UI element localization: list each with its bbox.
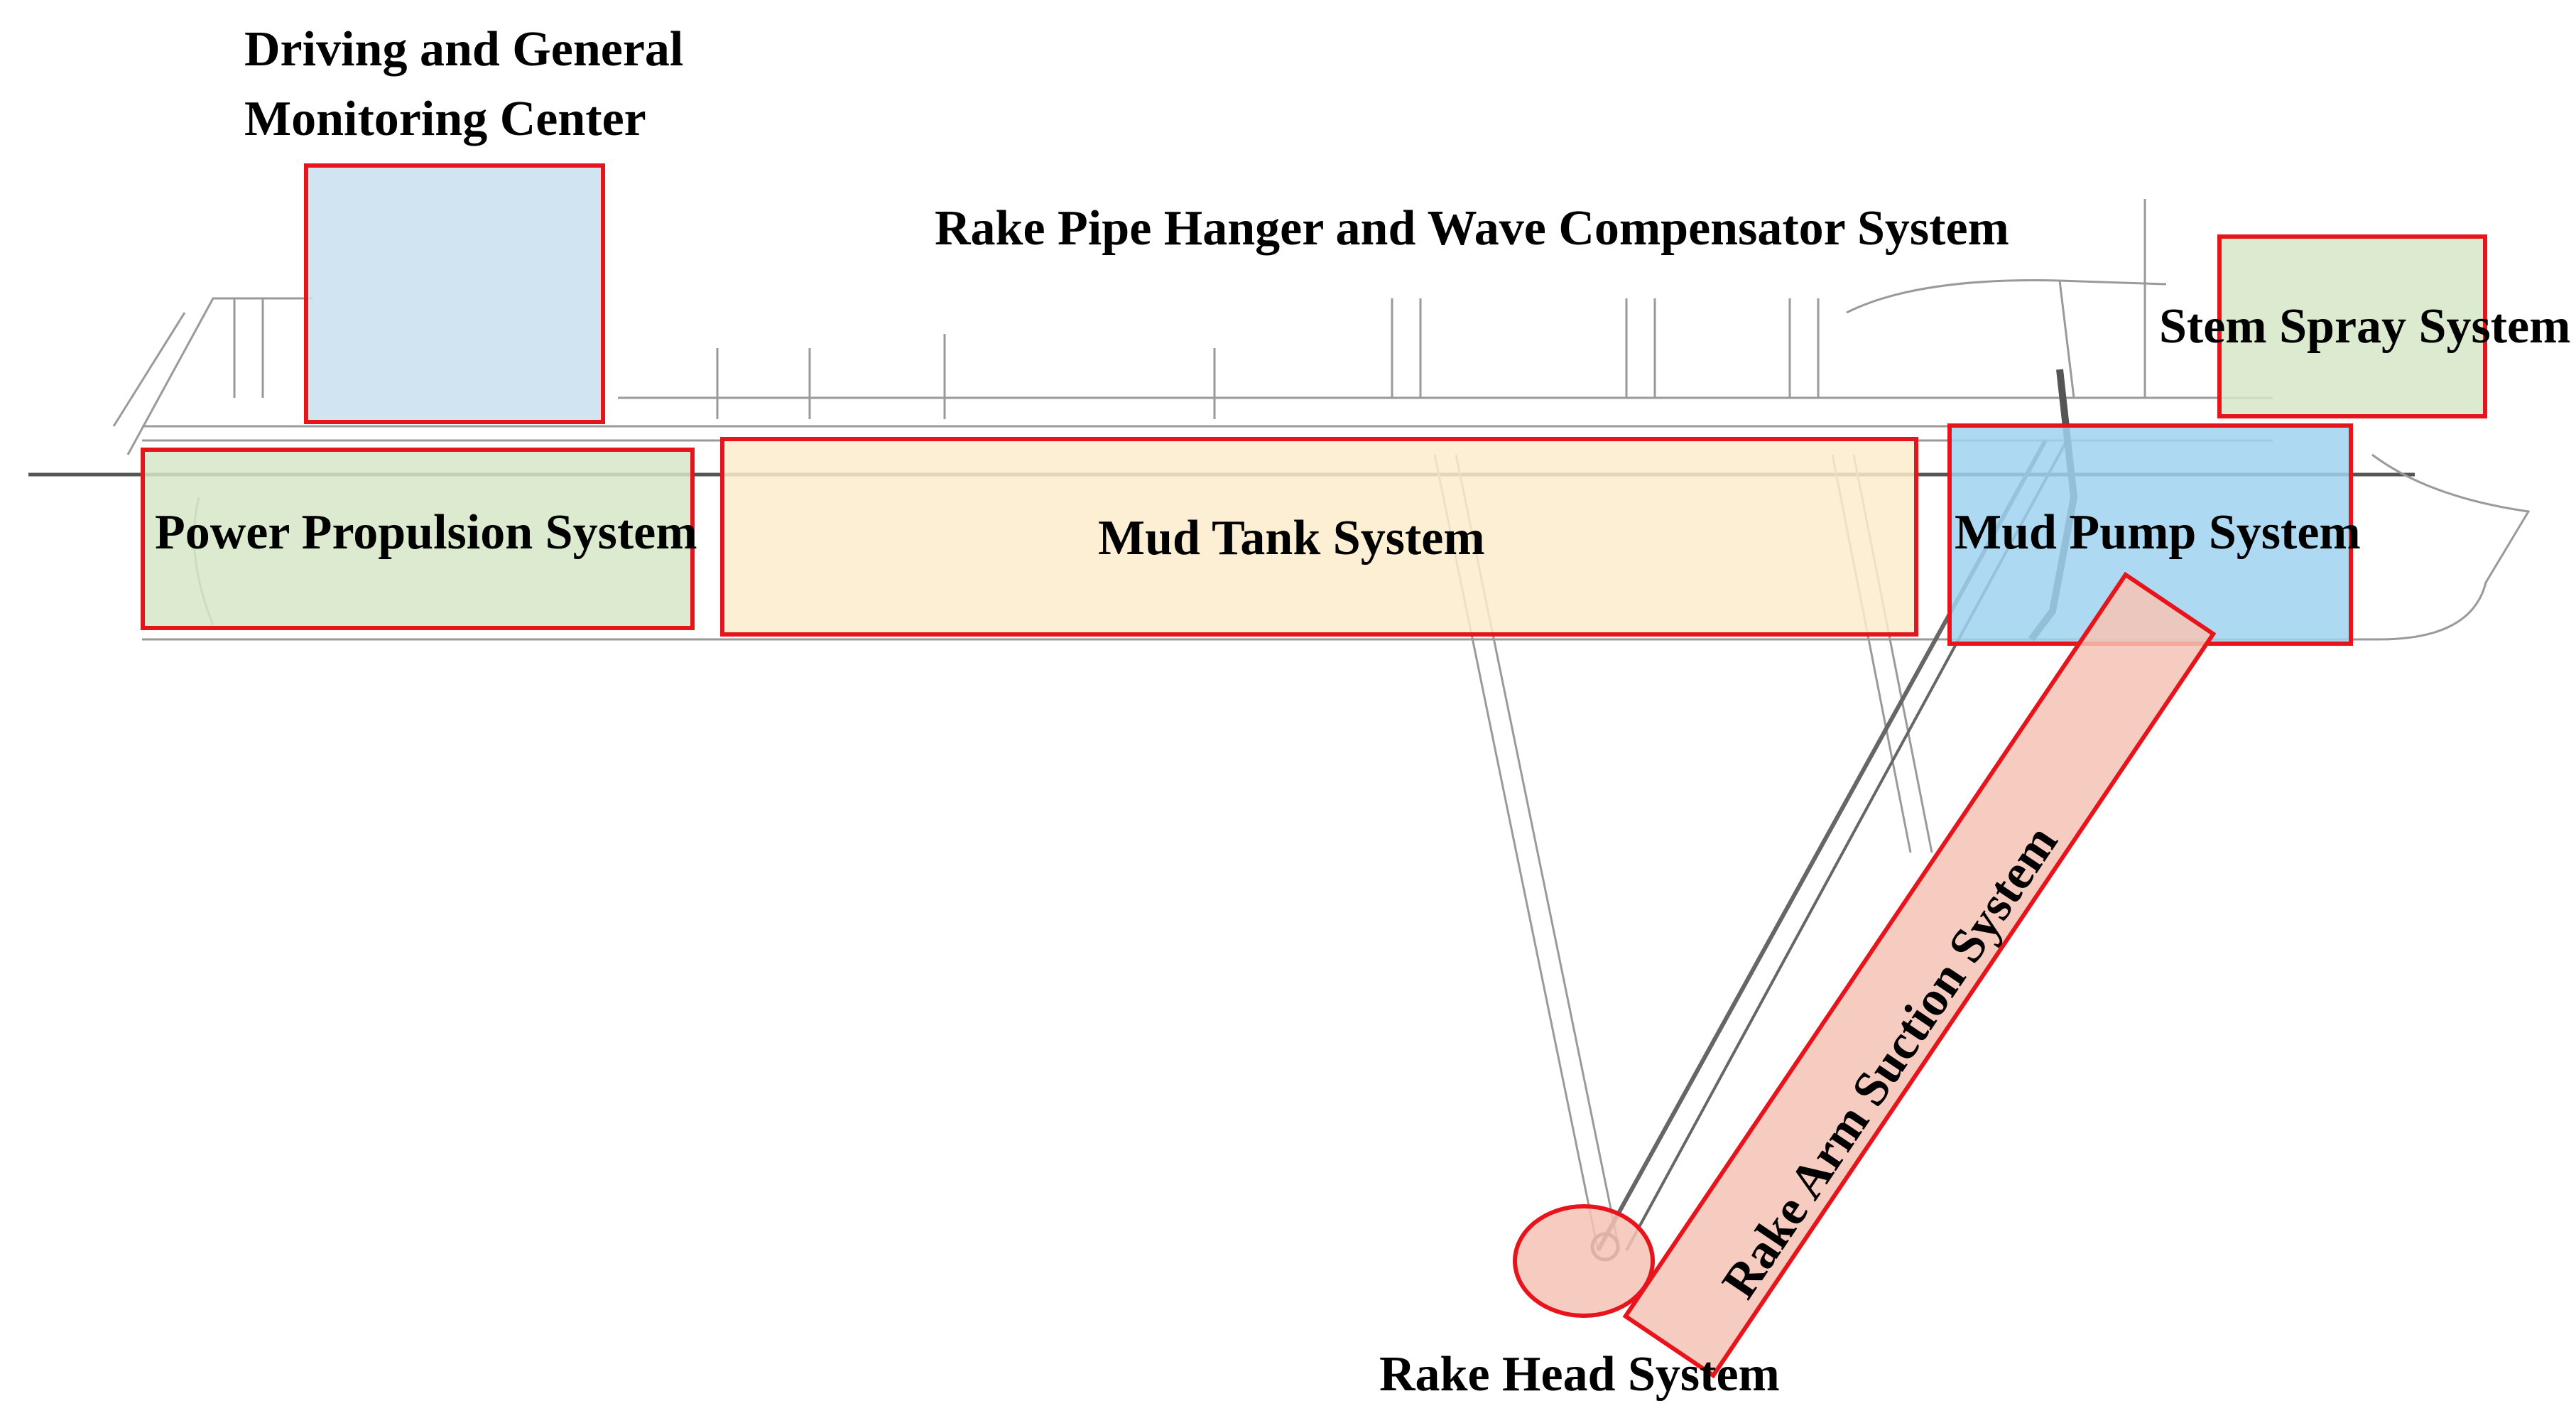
mud-tank-zone	[720, 437, 1918, 637]
driving-monitoring-center-zone	[304, 163, 605, 424]
mud-tank-label: Mud Tank System	[1098, 511, 1485, 566]
rake-head-zone	[1513, 1204, 1655, 1318]
rake-head-label: Rake Head System	[1379, 1347, 1780, 1402]
power-propulsion-zone	[141, 448, 695, 630]
driving-center-label-line1: Driving and General	[244, 22, 684, 77]
stem-spray-label: Stem Spray System	[2159, 299, 2571, 354]
driving-center-label-line2: Monitoring Center	[244, 92, 646, 146]
power-propulsion-label: Power Propulsion System	[155, 505, 697, 560]
mud-pump-label: Mud Pump System	[1955, 505, 2361, 560]
stem-spray-zone	[2217, 234, 2487, 418]
rake-pipe-hanger-label: Rake Pipe Hanger and Wave Compensator Sy…	[935, 201, 2009, 256]
